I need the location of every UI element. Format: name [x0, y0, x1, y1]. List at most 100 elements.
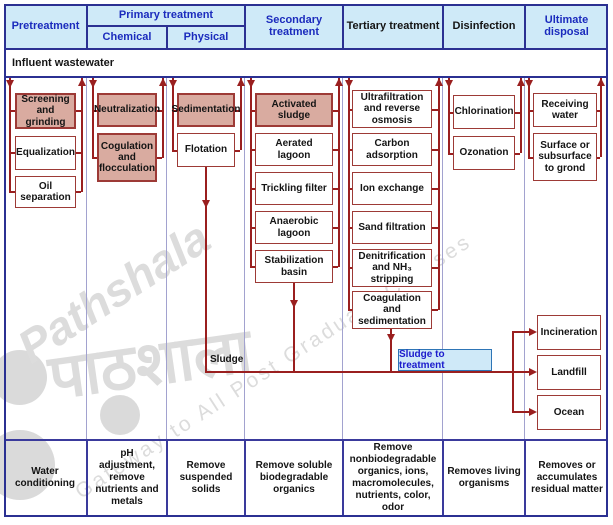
- header-tertiary-label: Tertiary treatment: [346, 20, 440, 32]
- box-label: Anaerobic lagoon: [269, 216, 319, 239]
- footer-label: Removes or accumulates residual matter: [531, 460, 603, 495]
- box-label: Ion exchange: [360, 182, 424, 194]
- up-arrow: [78, 78, 86, 86]
- connector-stub: [432, 188, 438, 190]
- incineration-line: [512, 331, 530, 333]
- return-rail: [438, 78, 440, 310]
- header-tertiary-treatment: Tertiary treatment: [343, 4, 443, 48]
- box-label: Ozonation: [459, 147, 509, 159]
- box-activated-sludge: Activated sludge: [255, 93, 333, 127]
- return-rail: [81, 78, 83, 192]
- box-ultrafiltration-reverse-osmosis: Ultrafiltration and reverse osmosis: [352, 90, 432, 128]
- connector-stub: [250, 227, 255, 229]
- connector-stub: [432, 267, 438, 269]
- column-divider: [524, 78, 525, 439]
- connector-stub: [528, 110, 533, 112]
- footer-divider: [524, 439, 526, 517]
- up-arrow: [237, 78, 245, 86]
- connector-stub: [432, 109, 438, 111]
- header-secondary-label: Secondary treatment: [265, 14, 323, 38]
- box-aerated-lagoon: Aerated lagoon: [255, 133, 333, 166]
- connector-stub: [448, 112, 453, 114]
- header-physical: Physical: [167, 26, 245, 48]
- watermark-circle: [0, 350, 47, 405]
- connector-stub: [597, 157, 600, 159]
- feed-rail: [528, 78, 530, 157]
- connector-stub: [9, 110, 15, 112]
- box-ion-exchange: Ion exchange: [352, 172, 432, 205]
- box-label: Sand filtration: [358, 221, 426, 233]
- column-divider: [342, 78, 343, 439]
- right-arrow: [529, 328, 537, 336]
- footer-label: Remove suspended solids: [179, 460, 233, 495]
- header-divider: [86, 4, 88, 50]
- box-label: Denitrification and NH₃ stripping: [358, 251, 426, 285]
- header-disinfection: Disinfection: [443, 4, 525, 48]
- down-arrow: [345, 80, 353, 88]
- box-label: Chlorination: [454, 106, 514, 118]
- connector-stub: [333, 188, 338, 190]
- footer-label: pH adjustment, remove nutrients and meta…: [95, 448, 159, 507]
- header-pretreatment: Pretreatment: [4, 4, 87, 48]
- connector-stub: [348, 267, 352, 269]
- connector-stub: [333, 266, 338, 268]
- header-divider: [342, 4, 344, 50]
- connector-stub: [448, 153, 453, 155]
- return-rail: [162, 78, 164, 158]
- footer-label: Water conditioning: [15, 466, 75, 489]
- box-label: Flotation: [184, 144, 228, 156]
- down-arrow: [445, 80, 453, 88]
- flotation-sludge-line: [205, 167, 207, 373]
- footer-divider: [442, 439, 444, 517]
- box-carbon-adsorption: Carbon adsorption: [352, 133, 432, 166]
- connector-stub: [9, 191, 15, 193]
- box-label: Receiving water: [541, 98, 589, 121]
- footer-label: Remove nonbiodegradable organics, ions, …: [349, 442, 437, 513]
- connector-stub: [348, 109, 352, 111]
- header-chemical-label: Chemical: [102, 31, 152, 43]
- connector-stub: [92, 110, 97, 112]
- box-landfill: Landfill: [537, 355, 601, 390]
- header-physical-label: Physical: [183, 31, 229, 43]
- box-label: Incineration: [540, 326, 598, 338]
- box-label: Sedimentation: [171, 104, 241, 116]
- footer-secondary: Remove soluble biodegradable organics: [246, 441, 342, 515]
- footer-divider: [166, 439, 168, 517]
- header-pretreatment-label: Pretreatment: [11, 20, 80, 32]
- box-label: Ocean: [553, 406, 585, 418]
- connector-stub: [92, 157, 97, 159]
- footer-divider: [342, 439, 344, 517]
- header-divider: [244, 4, 246, 50]
- header-divider: [442, 4, 444, 50]
- down-arrow: [89, 80, 97, 88]
- box-sand-filtration: Sand filtration: [352, 211, 432, 244]
- connector-stub: [157, 110, 162, 112]
- header-bottom-line: [4, 48, 608, 50]
- box-equalization: Equalization: [15, 136, 76, 170]
- footer-disinfection: Removes living organisms: [444, 441, 524, 515]
- return-rail: [338, 78, 340, 267]
- connector-stub: [172, 110, 177, 112]
- down-arrow: [290, 300, 298, 308]
- box-ocean: Ocean: [537, 395, 601, 430]
- tertiary-sludge-line: [390, 329, 392, 373]
- sludge-to-treatment-box: Sludge to treatment: [398, 349, 492, 371]
- connector-stub: [76, 191, 81, 193]
- feed-rail: [348, 78, 350, 310]
- down-arrow: [525, 80, 533, 88]
- return-rail: [520, 78, 522, 153]
- up-arrow: [517, 78, 525, 86]
- feed-rail: [250, 78, 252, 267]
- up-arrow: [335, 78, 343, 86]
- connector-stub: [348, 227, 352, 229]
- box-label: Activated sludge: [271, 98, 317, 121]
- footer-label: Remove soluble biodegradable organics: [255, 460, 333, 495]
- column-divider: [442, 78, 443, 439]
- connector-stub: [348, 188, 352, 190]
- box-label: Surface or subsurface to grond: [538, 140, 592, 174]
- return-rail: [240, 78, 242, 150]
- down-arrow: [169, 80, 177, 88]
- box-label: Landfill: [551, 366, 587, 378]
- header-primary-label: Primary treatment: [118, 9, 214, 21]
- connector-stub: [528, 157, 533, 159]
